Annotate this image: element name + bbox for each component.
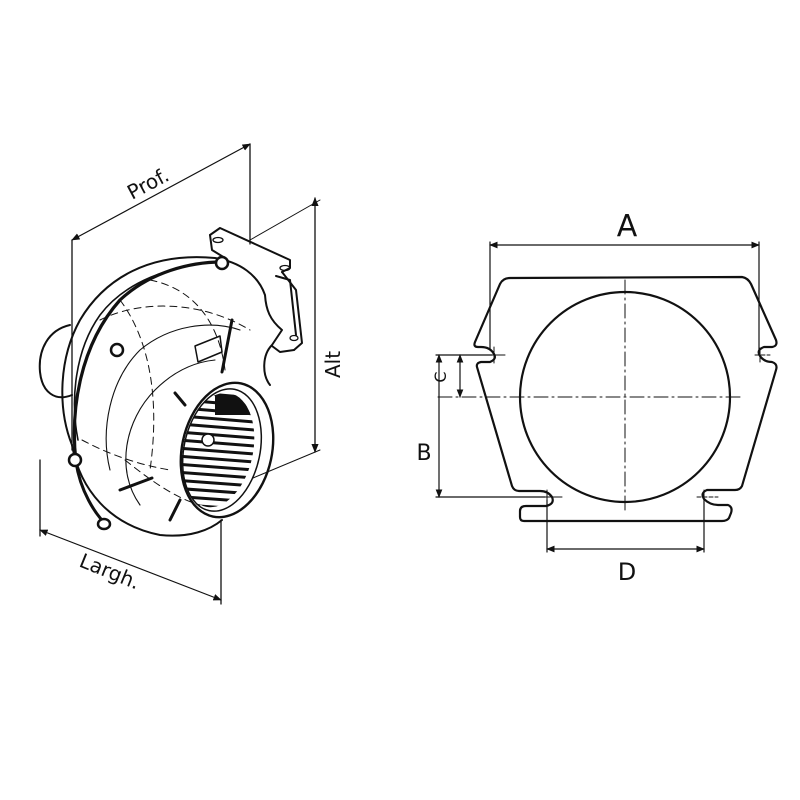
dimension-d bbox=[546, 499, 705, 553]
label-plate bbox=[194, 335, 223, 363]
flange-plate bbox=[473, 275, 778, 523]
flange-front-view bbox=[435, 241, 778, 553]
height-label: Alt bbox=[321, 351, 345, 378]
clamp-band bbox=[72, 260, 224, 464]
depth-label: Prof. bbox=[123, 163, 173, 205]
slot-centers bbox=[489, 346, 771, 506]
outlet-flange bbox=[209, 227, 303, 353]
band-bolts bbox=[67, 255, 230, 531]
height-dimension bbox=[249, 197, 321, 479]
label-a: A bbox=[617, 209, 638, 244]
width-dimension bbox=[39, 459, 222, 605]
inlet-ring bbox=[179, 381, 275, 519]
motor-dome bbox=[38, 324, 73, 399]
dimension-a bbox=[489, 241, 760, 351]
label-d: D bbox=[618, 558, 636, 586]
housing-outline bbox=[61, 256, 283, 446]
impeller-blades bbox=[171, 390, 257, 512]
label-b: B bbox=[416, 441, 431, 466]
dimension-b bbox=[435, 354, 546, 498]
label-c: C bbox=[431, 371, 450, 382]
isometric-blower-view bbox=[38, 143, 321, 605]
width-label: Largh. bbox=[76, 548, 143, 594]
center-lines bbox=[437, 279, 741, 513]
depth-dimension bbox=[71, 143, 251, 451]
